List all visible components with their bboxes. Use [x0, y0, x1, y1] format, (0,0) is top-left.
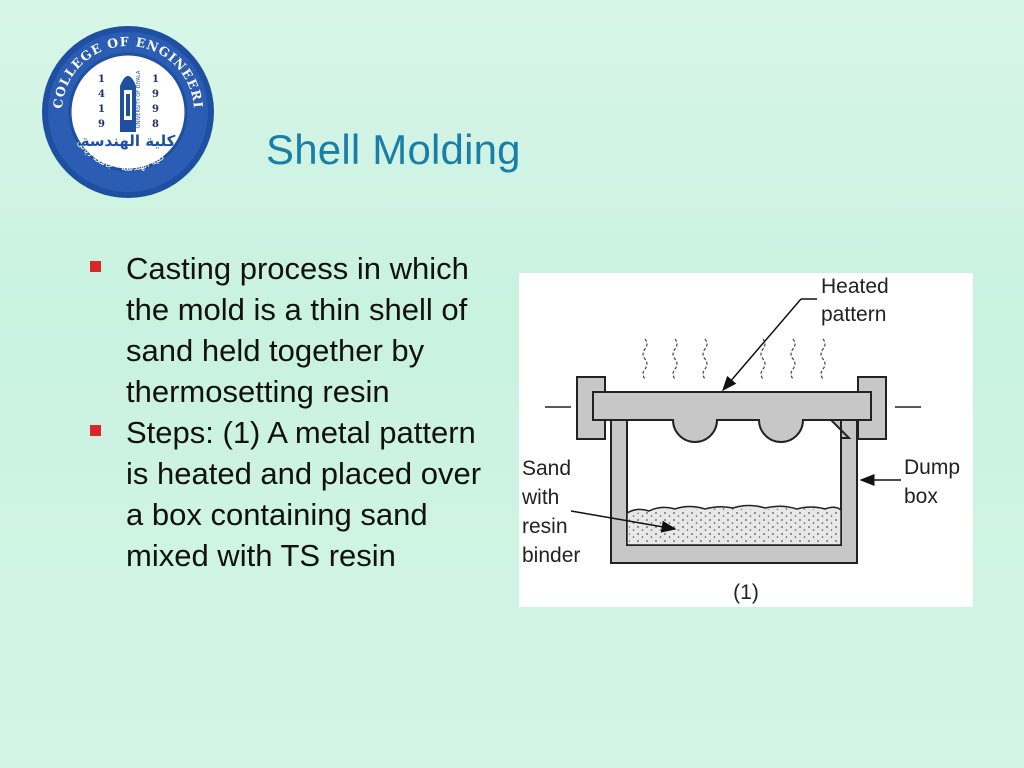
label-sand-line3: resin	[522, 515, 568, 538]
svg-text:9: 9	[98, 119, 105, 130]
heated-pattern	[592, 391, 872, 443]
bullet-square-icon	[90, 425, 101, 436]
minaret-icon	[120, 76, 136, 132]
label-dump-line2: box	[904, 485, 938, 508]
label-sand-line4: binder	[522, 544, 580, 567]
svg-text:9: 9	[152, 104, 159, 115]
heat-waves	[642, 338, 826, 380]
label-sand-line1: Sand	[522, 457, 571, 480]
logo-inner-text: UNIVERSITY OF DIYALA	[136, 70, 142, 128]
svg-text:1: 1	[98, 74, 105, 85]
college-logo: COLLEGE OF ENGINEERING كلية الهندسة - جا…	[40, 24, 214, 198]
svg-text:1: 1	[98, 104, 105, 115]
svg-text:9: 9	[152, 89, 159, 100]
shell-molding-diagram: Heated pattern Sand with resin binder Du…	[519, 273, 973, 607]
svg-text:1: 1	[152, 74, 159, 85]
bullet-item: Steps: (1) A metal pattern is heated and…	[88, 412, 488, 576]
bullet-item: Casting process in which the mold is a t…	[88, 248, 488, 412]
figure-caption: (1)	[733, 581, 759, 604]
label-heated-line2: pattern	[821, 303, 886, 326]
svg-text:8: 8	[152, 119, 159, 130]
label-sand-line2: with	[521, 486, 559, 509]
bullet-list: Casting process in which the mold is a t…	[88, 248, 488, 576]
logo-years: 1 4 1 9 1 9 9 8	[98, 74, 159, 130]
svg-text:4: 4	[98, 89, 105, 100]
logo-arabic-text: كلية الهندسة	[81, 132, 176, 150]
bullet-square-icon	[90, 261, 101, 272]
label-heated-line1: Heated	[821, 275, 889, 298]
bullet-text: Casting process in which the mold is a t…	[126, 251, 469, 409]
bullet-text: Steps: (1) A metal pattern is heated and…	[126, 415, 482, 573]
label-dump-line1: Dump	[904, 456, 960, 479]
slide-title: Shell Molding	[266, 126, 521, 173]
